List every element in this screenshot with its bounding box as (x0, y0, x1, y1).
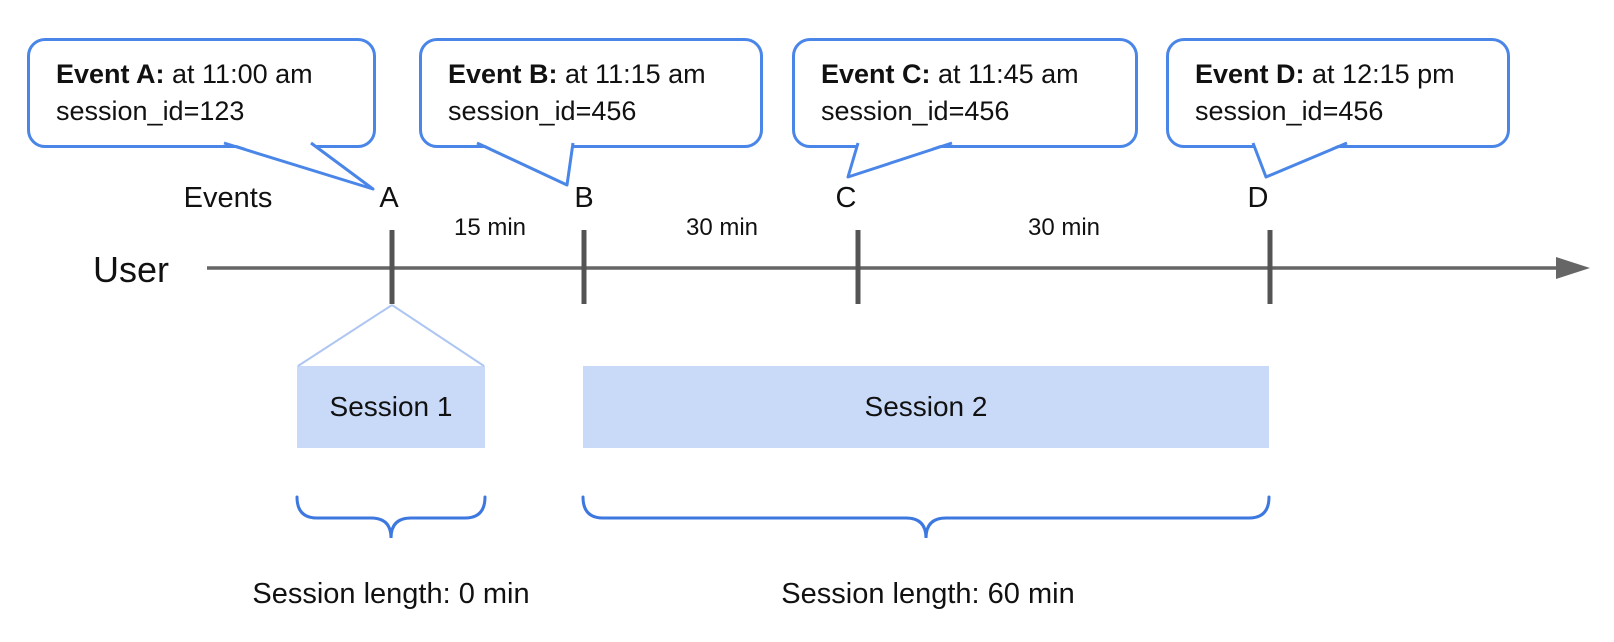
event-d-name: Event D: (1195, 59, 1305, 89)
session-2-bar-label: Session 2 (864, 391, 988, 422)
session-2-brace (581, 495, 1271, 539)
event-a-name: Event A: (56, 59, 165, 89)
event-a-time: at 11:00 am (164, 59, 313, 89)
event-marker-d: D (1247, 182, 1269, 214)
event-d-time: at 12:15 pm (1304, 59, 1455, 89)
event-b-name: Event B: (448, 59, 558, 89)
event-c-name: Event C: (821, 59, 931, 89)
event-d-callout: Event D: at 12:15 pm session_id=456 (1166, 38, 1510, 148)
session-2-bar: Session 2 (583, 366, 1269, 448)
event-a-callout: Event A: at 11:00 am session_id=123 (27, 38, 376, 148)
session-1-fan-line-right (391, 304, 485, 367)
event-b-time: at 11:15 am (557, 59, 706, 89)
session-1-fan-line-left (297, 304, 393, 367)
event-c-session-id: session_id=456 (821, 96, 1010, 126)
event-a-callout-line1: Event A: at 11:00 am (56, 56, 359, 93)
session-1-bar-label: Session 1 (329, 391, 453, 422)
event-b-callout-tail-stroke (476, 141, 575, 187)
event-d-callout-tail-stroke (1251, 141, 1348, 179)
event-c-callout: Event C: at 11:45 am session_id=456 (792, 38, 1138, 148)
axis-arrowhead-icon (1556, 257, 1590, 279)
event-c-callout-tail-stroke (846, 141, 953, 179)
event-c-time: at 11:45 am (930, 59, 1079, 89)
event-b-callout: Event B: at 11:15 am session_id=456 (419, 38, 763, 148)
event-d-session-id: session_id=456 (1195, 96, 1384, 126)
interval-c-d-label: 30 min (1027, 214, 1101, 241)
events-row-label: Events (183, 182, 273, 214)
event-a-session-id: session_id=123 (56, 96, 245, 126)
event-marker-c: C (835, 182, 857, 214)
interval-a-b-label: 15 min (453, 214, 527, 241)
session-1-length-label: Session length: 0 min (252, 578, 530, 610)
event-b-session-id: session_id=456 (448, 96, 637, 126)
session-2-length-label: Session length: 60 min (781, 578, 1075, 610)
event-c-callout-line1: Event C: at 11:45 am (821, 56, 1121, 93)
user-row-label: User (93, 249, 170, 290)
event-d-callout-line1: Event D: at 12:15 pm (1195, 56, 1493, 93)
event-marker-b: B (574, 182, 594, 214)
event-b-callout-line1: Event B: at 11:15 am (448, 56, 746, 93)
interval-b-c-label: 30 min (685, 214, 759, 241)
event-marker-a: A (379, 182, 399, 214)
session-1-brace (295, 495, 487, 539)
session-1-bar: Session 1 (297, 366, 485, 448)
